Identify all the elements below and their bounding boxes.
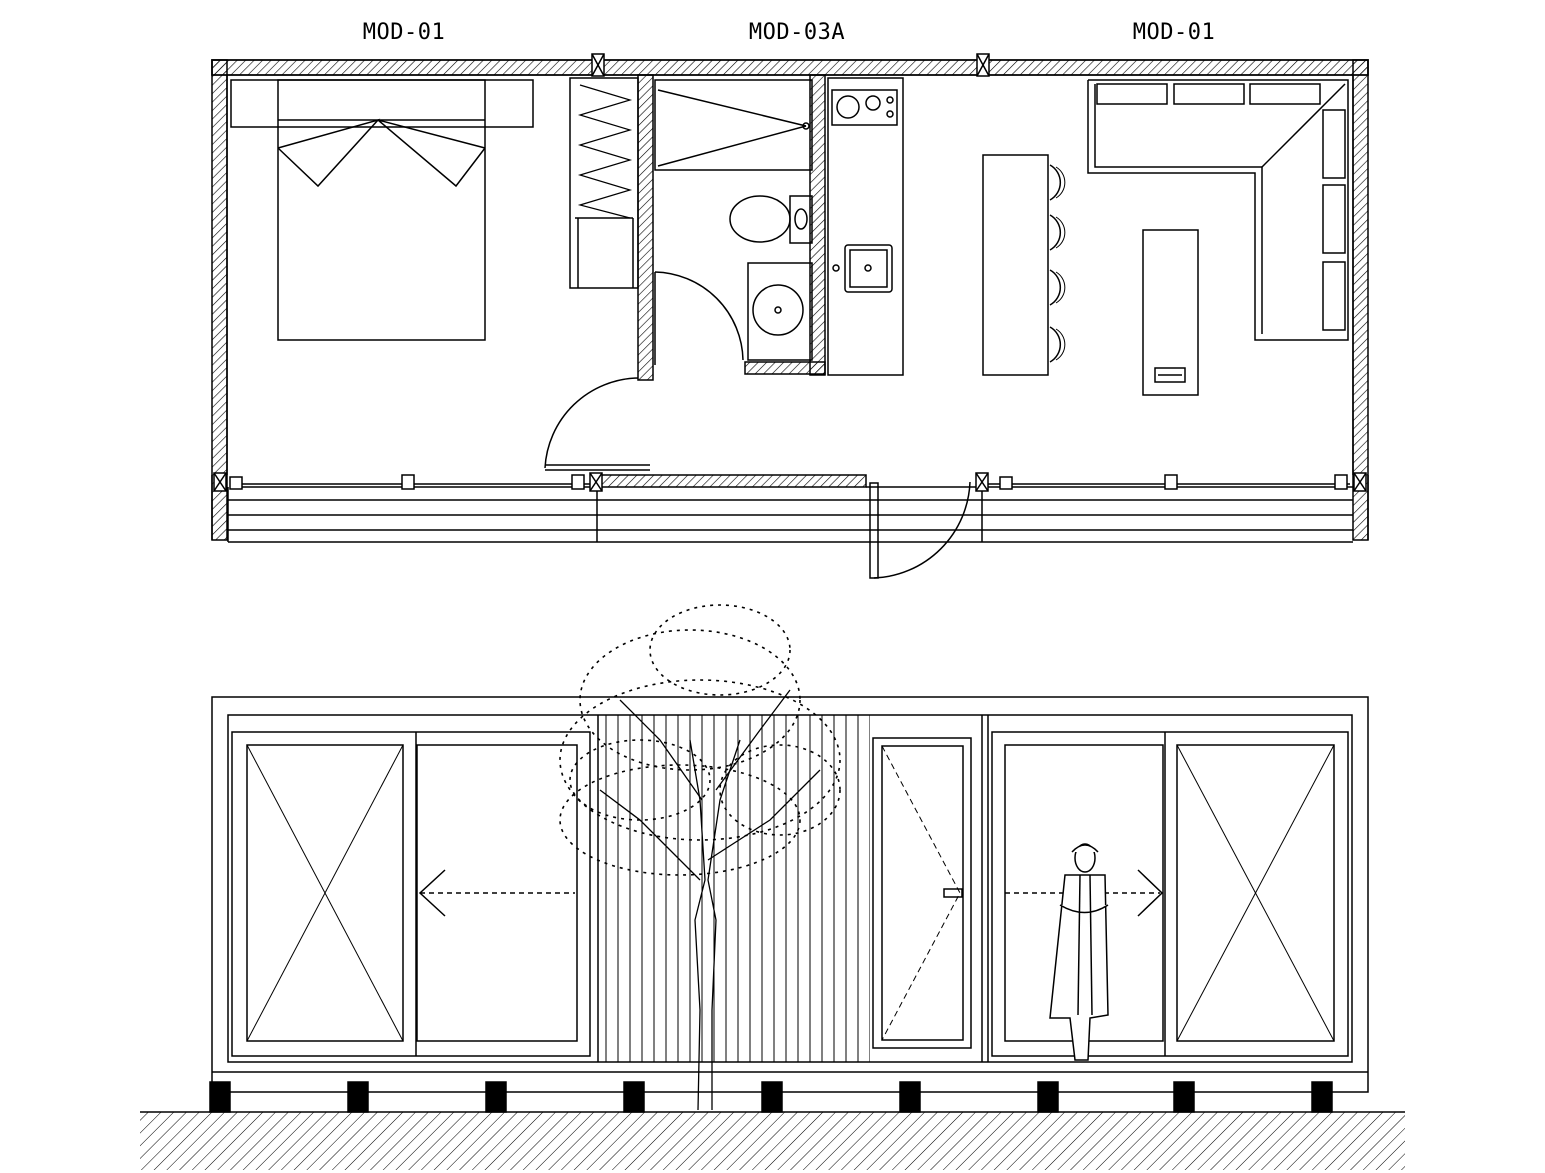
module-label-right: MOD-01 <box>1132 20 1216 45</box>
foundation-piers <box>209 1081 1333 1113</box>
toilet <box>729 195 791 243</box>
wood-cladding <box>602 715 870 1062</box>
left-sliding-window <box>231 731 591 1057</box>
bathroom <box>637 74 826 381</box>
kitchen <box>827 77 1066 376</box>
sink <box>844 244 893 293</box>
right-sliding-window <box>991 731 1349 1057</box>
person-figure <box>1049 843 1109 1061</box>
elevation-door <box>872 737 972 1049</box>
shower-tray <box>654 79 813 171</box>
coffee-table <box>1142 229 1199 396</box>
tree <box>559 604 841 1111</box>
floor-plan <box>211 53 1369 579</box>
kitchen-island <box>982 154 1049 376</box>
front-elevation <box>140 696 1405 1170</box>
bedroom <box>230 77 639 341</box>
bed <box>277 79 486 341</box>
front-deck <box>211 472 1369 579</box>
wardrobe <box>569 77 639 289</box>
entry-door-swing <box>544 377 650 471</box>
module-label-left: MOD-01 <box>362 20 446 45</box>
washbasin <box>747 262 813 361</box>
ground-hatch <box>140 1112 1405 1170</box>
module-label-center: MOD-03A <box>748 20 846 45</box>
living-area <box>1087 79 1349 396</box>
cooktop <box>831 89 898 126</box>
kitchen-counter <box>827 77 904 376</box>
exterior-walls <box>211 53 1369 541</box>
corner-sofa <box>1087 79 1349 341</box>
elevation-frame <box>211 696 1369 1093</box>
